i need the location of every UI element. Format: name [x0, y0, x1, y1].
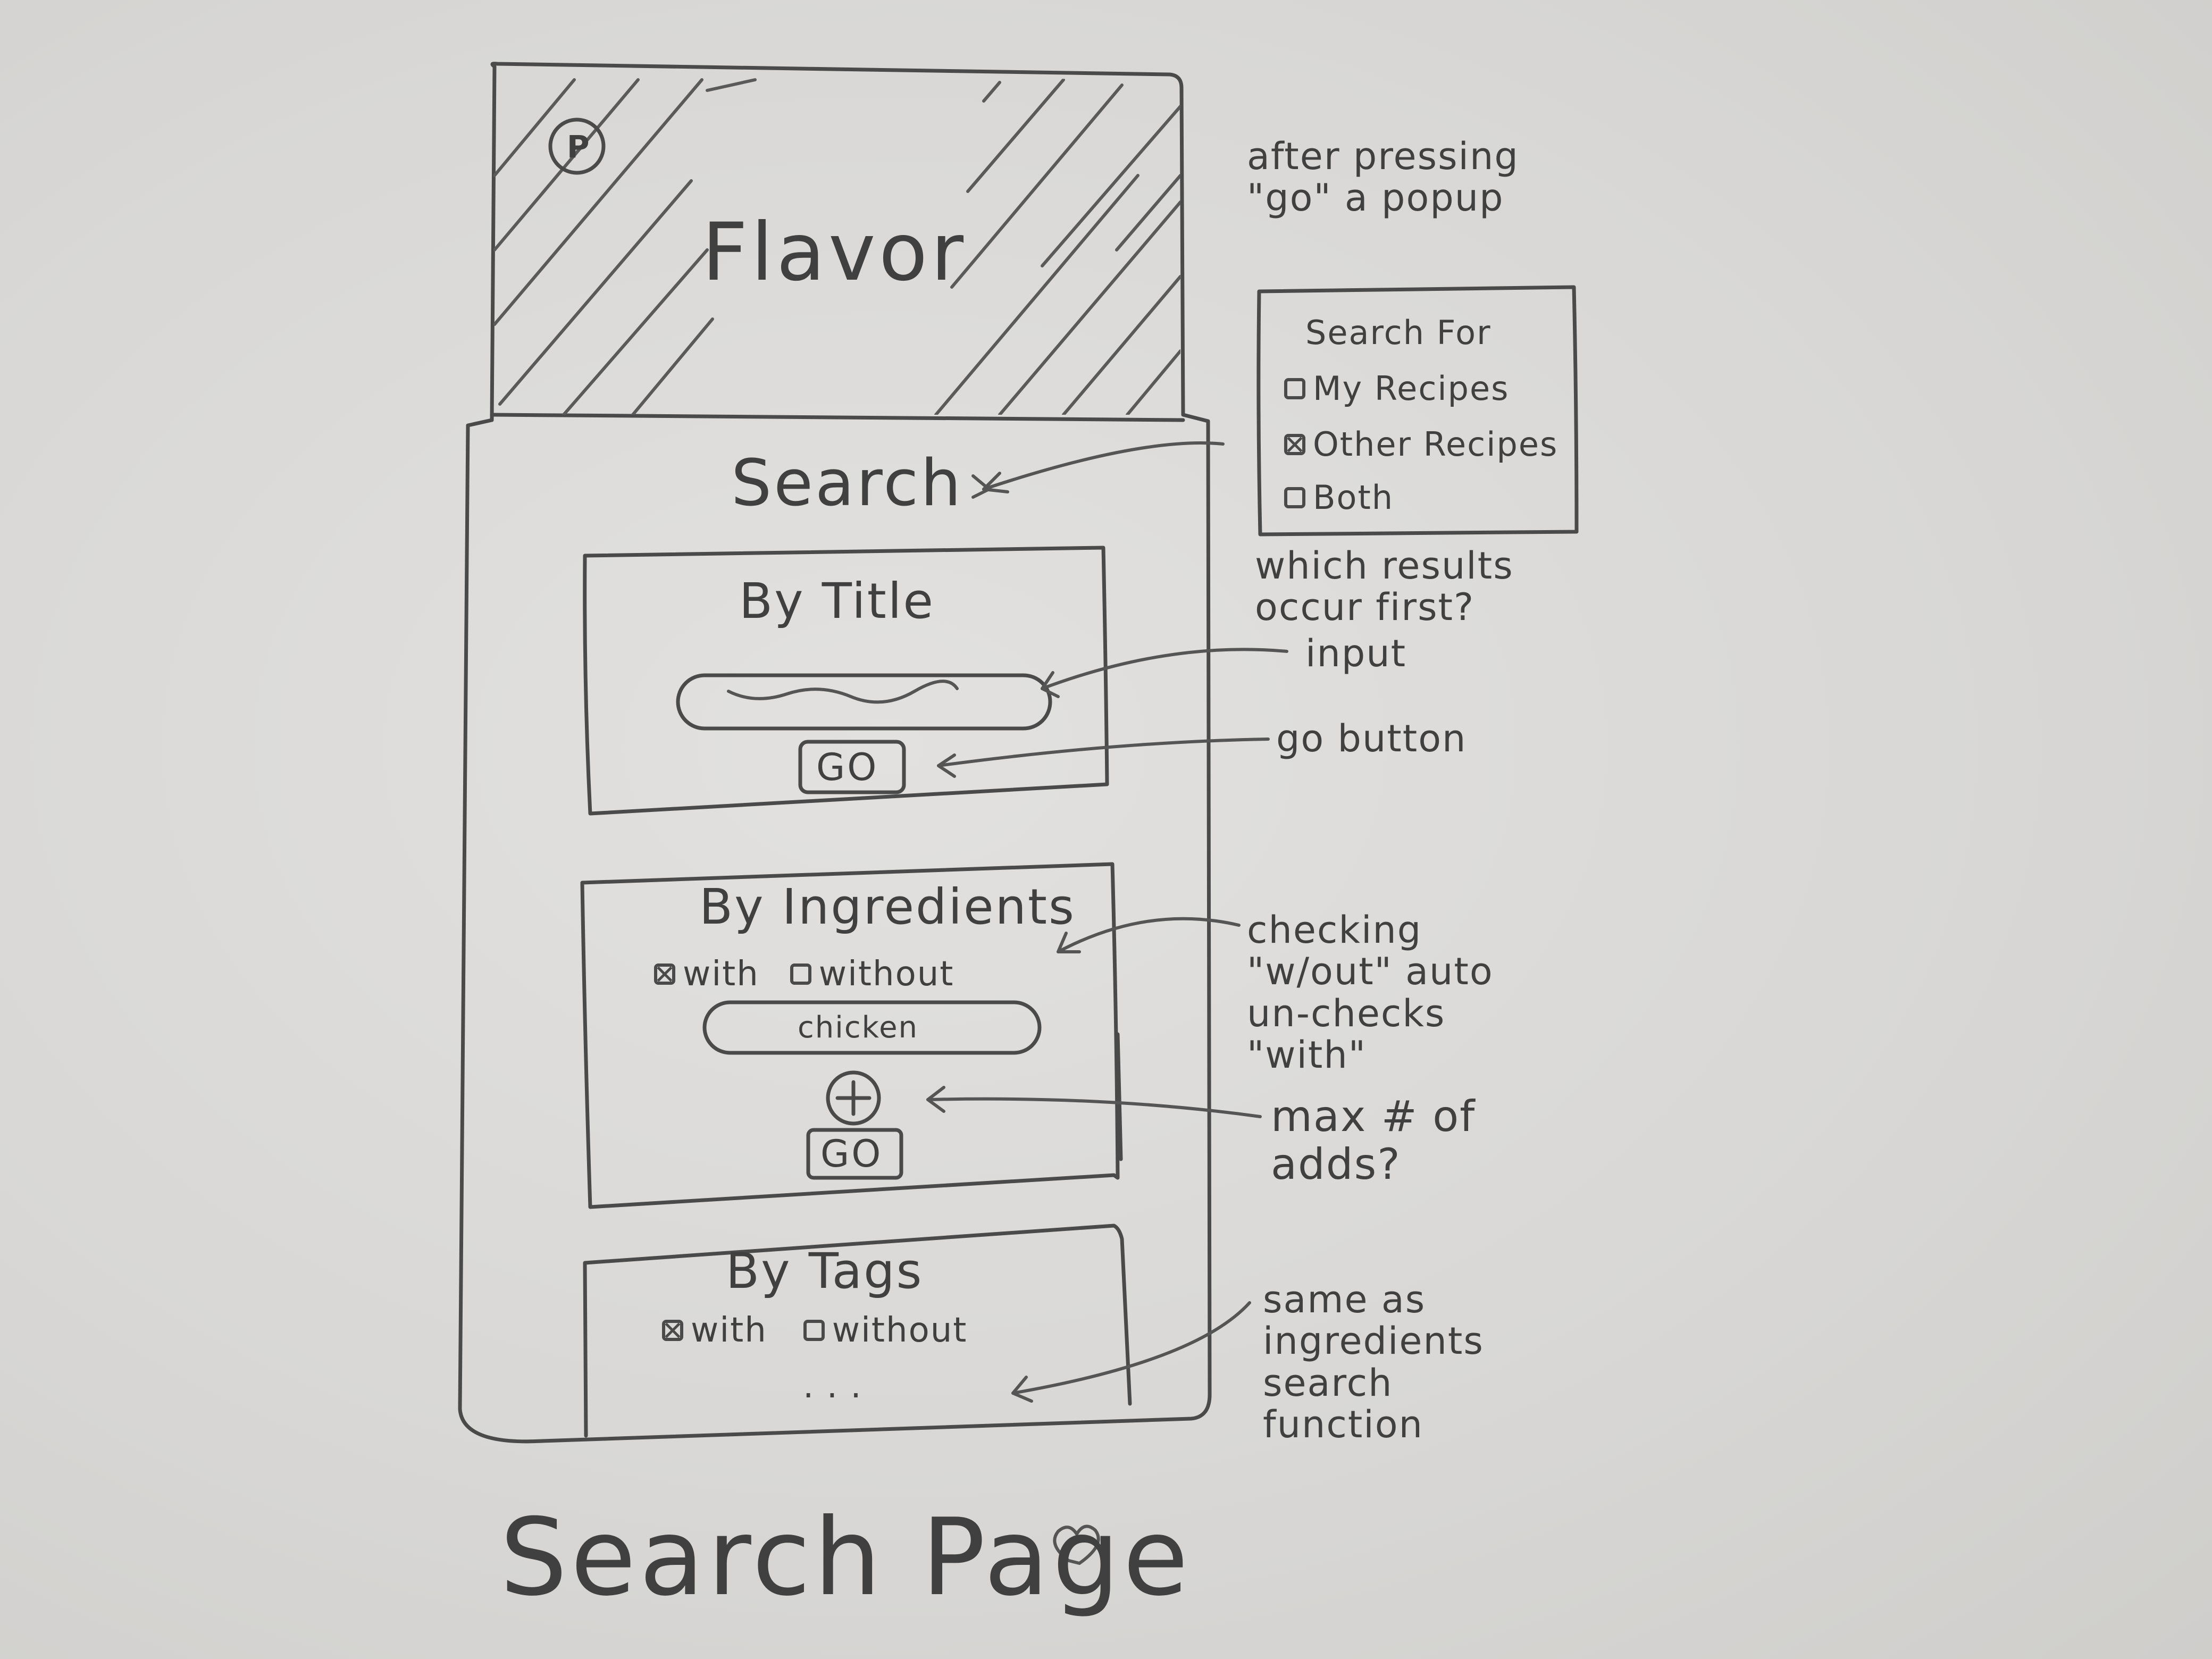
- plus-circle-icon[interactable]: [835, 1080, 872, 1116]
- by-title-card-outline: [583, 546, 1109, 816]
- logo-letter: P: [567, 129, 590, 165]
- arrow-same-as: [1011, 1301, 1251, 1395]
- note-checking: checking "w/out" auto un-checks "with": [1247, 908, 1494, 1077]
- arrow-go-button: [937, 738, 1270, 767]
- ingredients-go-button[interactable]: GO: [820, 1132, 883, 1176]
- arrow-checking: [1057, 917, 1241, 953]
- note-which-first: which results occur first?: [1255, 544, 1514, 630]
- plus-circle-outline: [826, 1070, 881, 1126]
- ingredients-without-label: without: [818, 954, 954, 994]
- ingredients-with-checkbox[interactable]: [654, 963, 675, 985]
- by-ingredients-label: By Ingredients: [699, 878, 1076, 935]
- popup-other-recipes-label: Other Recipes: [1313, 425, 1559, 464]
- popup-option-other-recipes[interactable]: Other Recipes: [1284, 428, 1558, 461]
- arrow-popup-to-search: [982, 441, 1225, 491]
- header-divider: [490, 413, 1185, 422]
- popup-both-label: Both: [1313, 478, 1394, 517]
- title-input[interactable]: [683, 681, 1045, 723]
- title-input-squiggle: [727, 680, 959, 704]
- tags-without-label: without: [832, 1311, 968, 1350]
- by-tags-card-outline: [583, 1224, 1132, 1438]
- ingredients-with-label: with: [683, 954, 759, 994]
- tags-with-label: with: [691, 1311, 767, 1350]
- tags-with-checkbox[interactable]: [662, 1320, 683, 1341]
- popup-my-recipes-label: My Recipes: [1313, 369, 1510, 408]
- arrow-input: [1041, 648, 1288, 690]
- header-hatching: [493, 78, 1180, 415]
- tags-ellipsis: . . .: [803, 1367, 862, 1406]
- ingredient-input[interactable]: chicken: [798, 1010, 919, 1045]
- popup-both-checkbox[interactable]: [1284, 487, 1305, 508]
- tags-checkbox-row: with without: [662, 1313, 967, 1347]
- note-same-as: same as ingredients search function: [1263, 1278, 1484, 1447]
- ingredients-card-edge: [1116, 1032, 1123, 1161]
- by-ingredients-card-outline: [580, 862, 1120, 1209]
- ingredients-checkbox-row: with without: [654, 957, 954, 991]
- popup-option-my-recipes[interactable]: My Recipes: [1284, 372, 1509, 405]
- heart-icon: [1053, 1524, 1100, 1565]
- search-heading-arrowhead: [971, 474, 991, 499]
- ingredient-input-outline: [702, 1000, 1042, 1055]
- popup-other-recipes-checkbox[interactable]: [1284, 434, 1305, 455]
- page-heading: Search: [731, 447, 963, 521]
- phone-frame: [458, 62, 1212, 1444]
- arrow-max-adds: [926, 1097, 1262, 1118]
- title-go-outline: [798, 740, 906, 794]
- app-title: Flavor: [702, 206, 967, 299]
- by-title-label: By Title: [739, 573, 935, 630]
- by-tags-label: By Tags: [726, 1243, 924, 1300]
- tags-without-checkbox[interactable]: [803, 1320, 825, 1341]
- logo-circle: [548, 118, 606, 175]
- note-after-go: after pressing "go" a popup: [1247, 135, 1519, 220]
- note-go-button: go button: [1276, 717, 1467, 760]
- popup-option-both[interactable]: Both: [1284, 481, 1394, 514]
- popup-my-recipes-checkbox[interactable]: [1284, 378, 1305, 399]
- popup-outline: [1256, 285, 1579, 537]
- ingredients-without-checkbox[interactable]: [790, 963, 811, 985]
- popup-title: Search For: [1305, 313, 1492, 352]
- page-caption: Search Page: [500, 1496, 1192, 1620]
- title-input-outline: [676, 673, 1052, 731]
- title-go-button[interactable]: GO: [816, 745, 879, 789]
- note-input: input: [1305, 632, 1407, 675]
- note-max-adds: max # of adds?: [1271, 1092, 1476, 1189]
- ingredients-go-outline: [806, 1128, 903, 1180]
